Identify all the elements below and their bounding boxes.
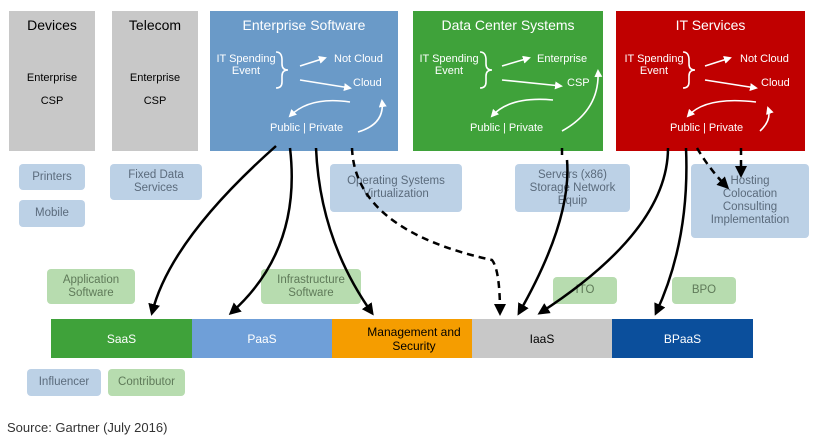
iaas-segment: IaaS (472, 319, 612, 358)
telecom-enterprise: Enterprise (129, 72, 181, 84)
dc-internal-arrows (479, 51, 603, 132)
enterprise-software-title: Enterprise Software (242, 17, 366, 33)
it-services-title: IT Services (675, 17, 746, 33)
es-internal-arrows (275, 51, 387, 133)
its-not-cloud: Not Cloud (740, 53, 789, 65)
es-public-private: Public | Private (270, 122, 344, 134)
fixed-data-box: Fixed Data Services (110, 164, 202, 200)
es-not-cloud: Not Cloud (334, 53, 383, 65)
es-it-spending-label: IT Spending Event (216, 53, 276, 77)
infrastructure-software-box: Infrastructure Software (261, 269, 361, 304)
mobile-box: Mobile (19, 200, 85, 227)
management-security-segment: Management and Security (332, 319, 496, 358)
application-software-box: Application Software (47, 269, 135, 304)
os-virtualization-box: Operating Systems Virtualization (330, 164, 462, 212)
legend-influencer: Influencer (27, 369, 101, 396)
its-internal-arrows (682, 51, 774, 132)
legend-contributor: Contributor (108, 369, 185, 396)
devices-title: Devices (27, 17, 77, 33)
telecom-csp: CSP (143, 95, 167, 107)
telecom-box: Telecom Enterprise CSP (112, 11, 198, 151)
dc-enterprise: Enterprise (537, 53, 588, 65)
dc-csp: CSP (567, 77, 590, 89)
its-public-private: Public | Private (670, 122, 744, 134)
servers-box: Servers (x86) Storage Network Equip (515, 164, 630, 212)
bpaas-segment: BPaaS (612, 319, 753, 358)
devices-box: Devices Enterprise CSP (9, 11, 95, 151)
data-center-title: Data Center Systems (441, 17, 575, 33)
paas-segment: PaaS (192, 319, 332, 358)
dashed-arrows (350, 147, 747, 316)
es-cloud: Cloud (353, 77, 382, 89)
source-caption: Source: Gartner (July 2016) (7, 420, 168, 435)
dc-it-spending-label: IT Spending Event (419, 53, 479, 77)
influence-arrows (148, 145, 688, 316)
bpo-box: BPO (672, 277, 736, 304)
dc-public-private: Public | Private (470, 122, 544, 134)
saas-segment: SaaS (51, 319, 192, 358)
devices-enterprise: Enterprise (26, 72, 78, 84)
printers-box: Printers (19, 164, 85, 190)
devices-csp: CSP (40, 95, 64, 107)
telecom-title: Telecom (128, 17, 182, 33)
hosting-box: Hosting Colocation Consulting Implementa… (691, 164, 809, 238)
its-cloud: Cloud (761, 77, 790, 89)
its-it-spending-label: IT Spending Event (624, 53, 684, 77)
